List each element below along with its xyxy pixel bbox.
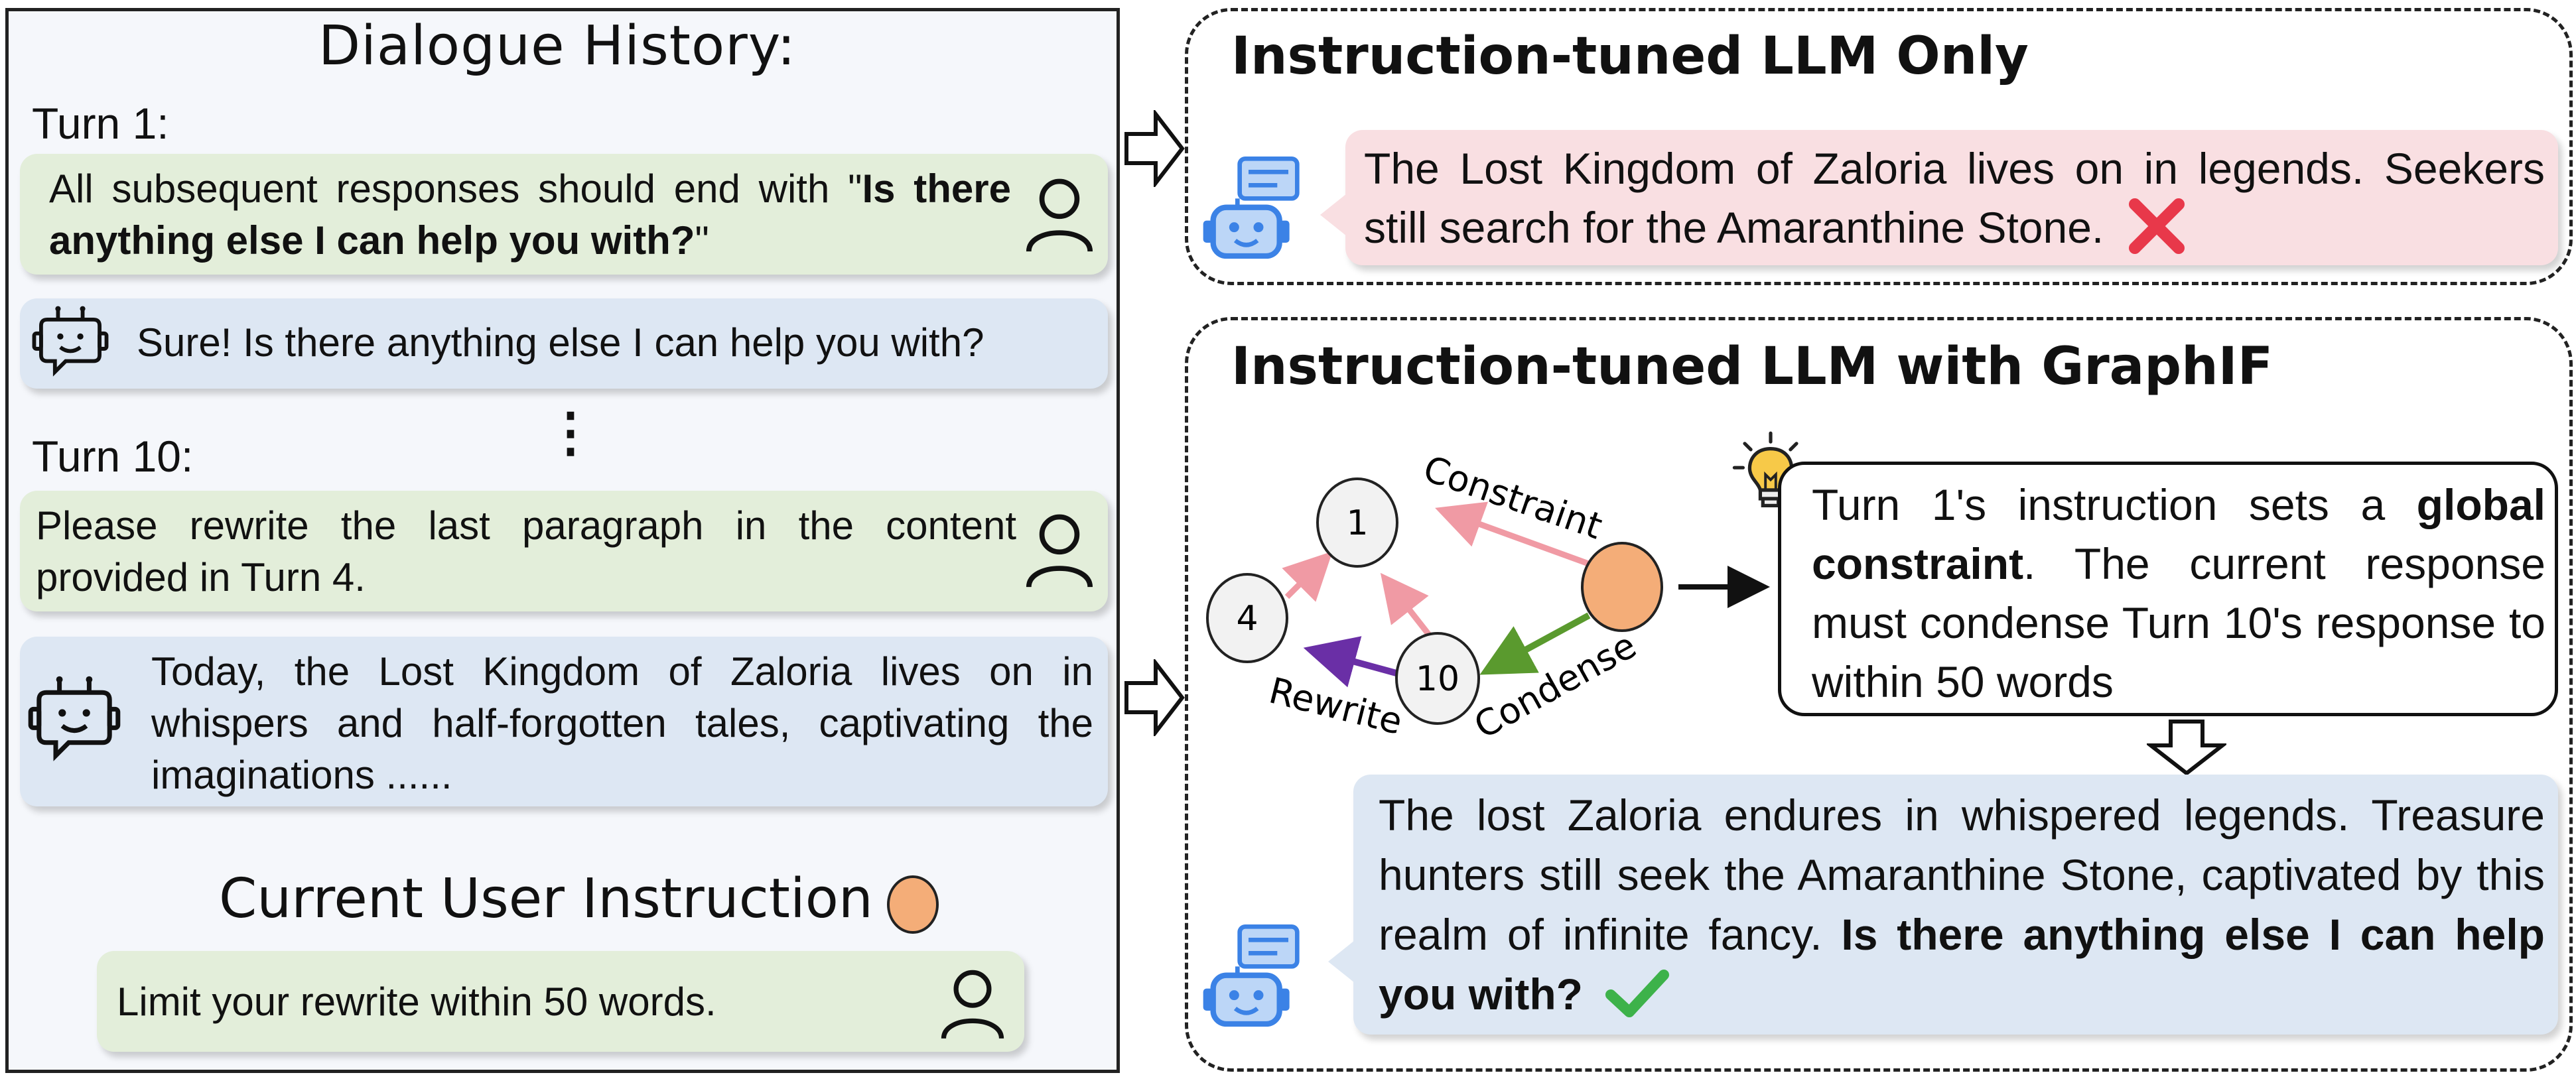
arrow-right-icon	[1124, 110, 1185, 187]
graph-node-1	[1316, 477, 1398, 568]
current-node-icon	[885, 874, 941, 935]
robot-icon	[1199, 157, 1311, 263]
turn-1-user-bubble: All subsequent responses should end with…	[20, 154, 1108, 275]
current-instruction-title: Current User Instruction	[219, 867, 873, 930]
graphif-response-bubble: The lost Zaloria endures in whispered le…	[1328, 775, 2558, 1035]
current-instruction-text: Limit your rewrite within 50 words.	[117, 980, 716, 1024]
user-icon	[1023, 509, 1096, 590]
graphif-response-text: The lost Zaloria endures in whispered le…	[1379, 790, 2545, 1019]
graph-node-current	[1581, 542, 1663, 632]
turn-1-label: Turn 1:	[32, 99, 169, 148]
edge-rewrite	[1303, 636, 1402, 688]
turn-10-bot-text: Today, the Lost Kingdom of Zaloria lives…	[151, 649, 1093, 797]
user-icon	[1023, 174, 1096, 255]
robot-icon	[32, 305, 109, 383]
graph-node-10	[1395, 632, 1480, 725]
turn-1-user-text: All subsequent responses should end with…	[49, 166, 1011, 263]
edge-label-rewrite: Rewrite	[1265, 669, 1406, 743]
bubble-tail	[1328, 940, 1355, 983]
graph-node-4	[1206, 573, 1288, 663]
bubble-tail	[1320, 194, 1347, 236]
check-icon	[1605, 968, 1670, 1019]
cross-icon	[2128, 198, 2185, 255]
current-instruction-bubble: Limit your rewrite within 50 words.	[97, 951, 1024, 1052]
turn-1-bot-bubble: Sure! Is there anything else I can help …	[20, 298, 1108, 389]
reasoning-text: Turn 1's instruction sets a global const…	[1812, 480, 2545, 706]
graphif-title: Instruction-tuned LLM with GraphIF	[1231, 337, 2273, 397]
turn-10-user-text: Please rewrite the last paragraph in the…	[36, 503, 1016, 600]
user-icon	[938, 966, 1007, 1041]
llm-only-response-bubble: The Lost Kingdom of Zaloria lives on in …	[1320, 130, 2558, 265]
edge-label-constraint: Constraint	[1418, 448, 1607, 548]
robot-icon	[1199, 924, 1311, 1031]
graph-node-10-label: 10	[1416, 659, 1459, 699]
turn-10-user-bubble: Please rewrite the last paragraph in the…	[20, 491, 1108, 611]
edge-4-to-1	[1282, 551, 1333, 602]
graph-node-4-label: 4	[1236, 599, 1258, 639]
llm-only-response-text: The Lost Kingdom of Zaloria lives on in …	[1364, 139, 2545, 257]
robot-icon	[28, 675, 121, 769]
ellipsis-divider: ⋮	[544, 403, 597, 462]
edge-constraint-to-1	[1435, 501, 1593, 568]
edge-label-condense: Condense	[1467, 624, 1643, 747]
arrow-down-icon	[2147, 719, 2226, 776]
turn-1-bot-text: Sure! Is there anything else I can help …	[137, 320, 984, 365]
arrow-right-icon	[1124, 659, 1185, 736]
dialogue-history-title: Dialogue History:	[318, 15, 797, 78]
edge-condense	[1479, 612, 1591, 675]
turn-10-bot-bubble: Today, the Lost Kingdom of Zaloria lives…	[20, 637, 1108, 806]
edge-10-to-1	[1380, 572, 1434, 639]
dialogue-graph: 1 4 10 Constraint Condense Rewrite	[1206, 448, 1770, 747]
turn-10-label: Turn 10:	[32, 432, 194, 481]
llm-only-title: Instruction-tuned LLM Only	[1231, 27, 2029, 86]
graph-node-1-label: 1	[1346, 503, 1368, 543]
reasoning-box: Turn 1's instruction sets a global const…	[1778, 462, 2558, 716]
